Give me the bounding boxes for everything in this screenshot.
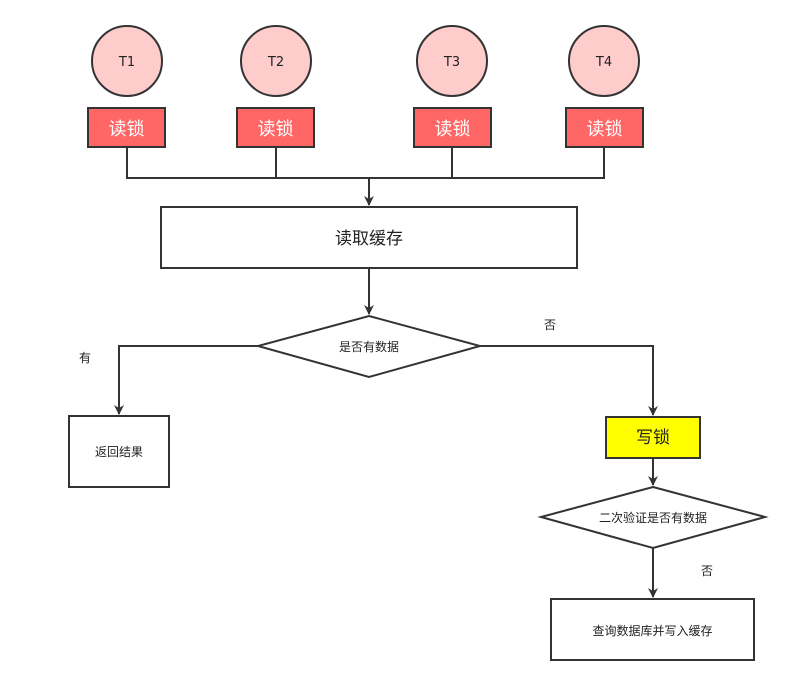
query-db-box: 查询数据库并写入缓存 <box>550 598 755 661</box>
decision-has-data: 是否有数据 <box>254 314 484 379</box>
write-lock-box: 写锁 <box>605 416 701 459</box>
thread-t1: T1 <box>91 25 163 97</box>
read-lock-label: 读锁 <box>258 119 294 140</box>
arrow-no-branch <box>480 345 658 416</box>
double-check-label: 二次验证是否有数据 <box>599 510 707 525</box>
branch-no-label: 否 <box>544 318 556 332</box>
read-lock-t1: 读锁 <box>87 107 166 148</box>
read-lock-t4: 读锁 <box>565 107 644 148</box>
decision-double-check: 二次验证是否有数据 <box>537 485 769 550</box>
thread-label: T3 <box>443 55 460 70</box>
write-lock-label: 写锁 <box>636 428 670 448</box>
merge-connector <box>126 147 605 179</box>
thread-label: T2 <box>267 55 284 70</box>
read-cache-label: 读取缓存 <box>335 229 403 249</box>
query-db-label: 查询数据库并写入缓存 <box>592 623 712 638</box>
read-lock-t2: 读锁 <box>236 107 315 148</box>
return-result-label: 返回结果 <box>95 445 143 459</box>
thread-circle <box>416 25 488 97</box>
thread-circle <box>91 25 163 97</box>
thread-label: T1 <box>118 55 135 70</box>
thread-circle <box>240 25 312 97</box>
return-result-box: 返回结果 <box>68 415 170 488</box>
thread-t4: T4 <box>568 25 640 97</box>
read-lock-label: 读锁 <box>587 119 623 140</box>
branch-no-label-2: 否 <box>701 564 713 578</box>
thread-label: T4 <box>595 55 612 70</box>
thread-t2: T2 <box>240 25 312 97</box>
read-cache-box: 读取缓存 <box>160 206 578 269</box>
arrow-yes-branch <box>114 345 258 415</box>
decision-label: 是否有数据 <box>339 339 399 354</box>
read-lock-label: 读锁 <box>435 119 471 140</box>
read-lock-label: 读锁 <box>109 119 145 140</box>
branch-yes-label: 有 <box>79 351 91 365</box>
thread-t3: T3 <box>416 25 488 97</box>
read-lock-t3: 读锁 <box>413 107 492 148</box>
thread-circle <box>568 25 640 97</box>
